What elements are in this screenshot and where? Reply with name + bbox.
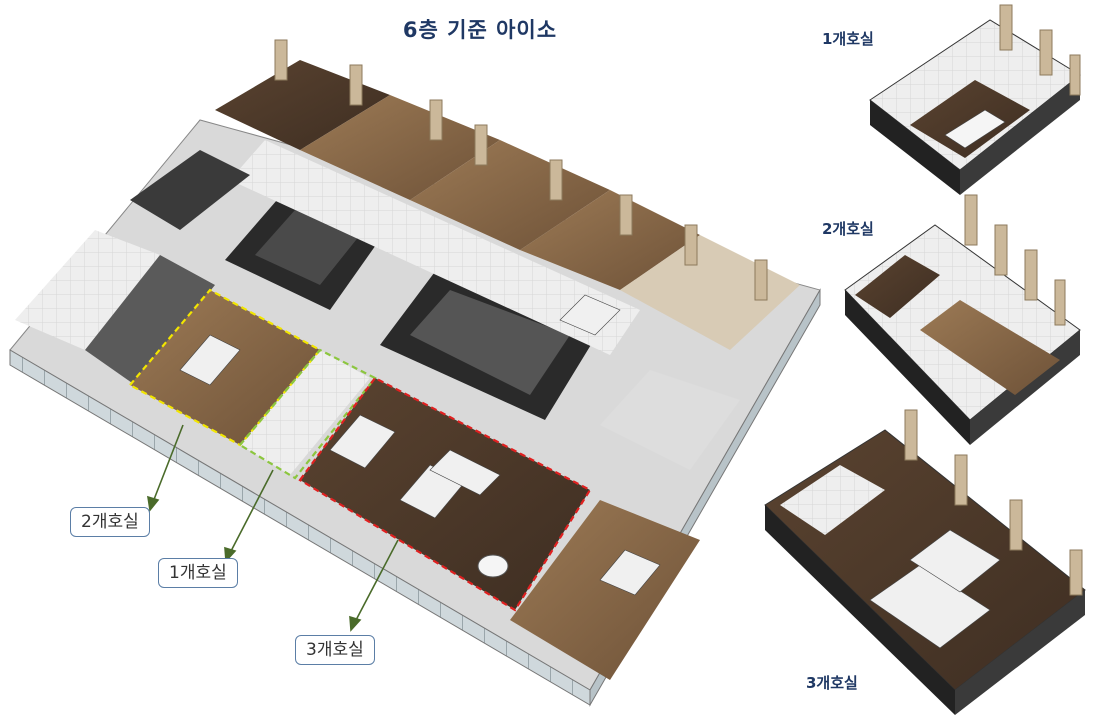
thumbnail-2-room-render <box>844 194 1081 445</box>
callout-arrows <box>147 424 399 632</box>
right-office-2 <box>510 500 700 680</box>
thumbnail-label-2-room: 2개호실 <box>822 220 874 238</box>
outline-1-room <box>238 348 377 480</box>
thumbnail-label-1-room: 1개호실 <box>822 30 874 48</box>
back-office-1 <box>215 60 390 150</box>
right-office-1 <box>600 370 740 470</box>
back-columns <box>274 39 768 301</box>
left-office-2 <box>85 255 215 385</box>
outline-2-room <box>128 288 322 447</box>
desks <box>179 294 661 596</box>
back-office-2 <box>300 95 500 200</box>
page-title: 6층 기준 아이소 <box>402 18 558 42</box>
thumbnail-1-room-render <box>869 4 1081 195</box>
outline-3-room <box>298 376 592 612</box>
callout-2-room: 2개호실 <box>70 507 150 537</box>
unit-1-room-floor <box>240 350 370 475</box>
central-core-left-inner <box>255 210 360 285</box>
thumbnail-label-3-room: 3개호실 <box>806 674 858 692</box>
central-core-right-inner <box>410 290 570 395</box>
thumbnail-3-room-render <box>764 409 1086 715</box>
callout-3-room: 3개호실 <box>295 635 375 665</box>
left-service <box>130 150 250 230</box>
round-table <box>477 554 509 578</box>
back-office-4 <box>520 190 700 290</box>
corridor <box>230 140 640 355</box>
left-office-1 <box>15 230 160 350</box>
callout-1-room: 1개호실 <box>158 558 238 588</box>
